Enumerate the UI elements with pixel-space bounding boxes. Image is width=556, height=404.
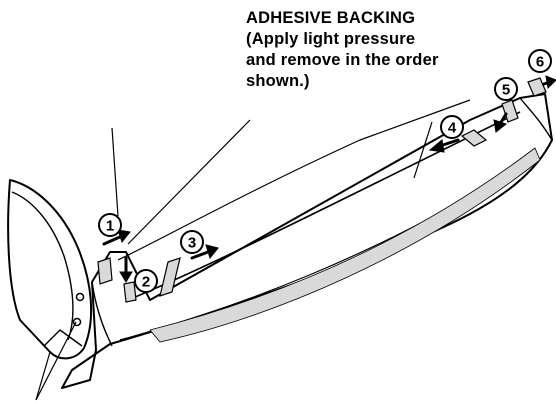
arrow-2-head — [119, 271, 133, 283]
caption-line-1: ADHESIVE BACKING — [246, 9, 416, 27]
garnish-front-edge — [91, 281, 113, 347]
arrow-3-shaft — [190, 250, 210, 260]
leader-line-fender-1 — [35, 351, 51, 401]
step-marker-5: 5 — [494, 77, 518, 101]
backing-tab-3 — [159, 257, 181, 297]
step-markers: 1 2 3 4 5 6 — [98, 49, 552, 293]
step-number-5: 5 — [502, 82, 510, 99]
leader-lines — [35, 119, 433, 401]
fender-screw-lower — [72, 317, 82, 327]
step-number-6: 6 — [536, 54, 544, 71]
fender-bottom-edge — [43, 329, 83, 347]
backing-tab-4 — [460, 129, 488, 147]
fender-panel — [7, 179, 93, 360]
fender-outline — [7, 179, 93, 360]
step-marker-3: 3 — [180, 230, 204, 254]
step-marker-2: 2 — [134, 269, 158, 293]
step-number-4: 4 — [448, 120, 457, 137]
leader-line-rear — [413, 121, 433, 179]
backing-tabs — [97, 77, 547, 303]
arrow-4-head — [428, 139, 445, 153]
step-number-1: 1 — [106, 218, 114, 235]
caption-line-2: (Apply light pressure — [246, 30, 416, 48]
backing-tab-2 — [123, 281, 137, 303]
arrow-1-head — [117, 229, 131, 244]
step-marker-6: 6 — [528, 49, 552, 73]
step-number-3: 3 — [188, 235, 196, 252]
step-marker-4: 4 — [440, 115, 464, 139]
garnish-shade-band — [149, 147, 541, 343]
caption-line-4: shown.) — [246, 72, 310, 90]
leader-line-fender-2 — [35, 321, 77, 401]
side-sill-garnish — [61, 93, 553, 389]
backing-tab-1 — [97, 257, 113, 285]
step-marker-1: 1 — [98, 213, 122, 237]
backing-tab-6 — [527, 77, 547, 97]
garnish-top-lip — [117, 99, 471, 261]
fender-inner-edge — [11, 191, 74, 341]
caption-line-3: and remove in the order — [246, 51, 439, 69]
arrow-1-shaft — [102, 234, 124, 246]
arrow-5-head — [493, 119, 508, 133]
arrow-6-head — [545, 75, 556, 90]
peel-arrows — [102, 75, 556, 283]
adhesive-backing-caption: ADHESIVE BACKING (Apply light pressure a… — [246, 8, 546, 92]
arrow-3-head — [205, 244, 219, 260]
garnish-rear-edge — [519, 97, 553, 141]
leader-line-front — [127, 119, 251, 245]
leader-line-upper-left — [111, 127, 119, 217]
fender-screw-upper — [75, 292, 85, 302]
step-number-2: 2 — [142, 274, 150, 291]
